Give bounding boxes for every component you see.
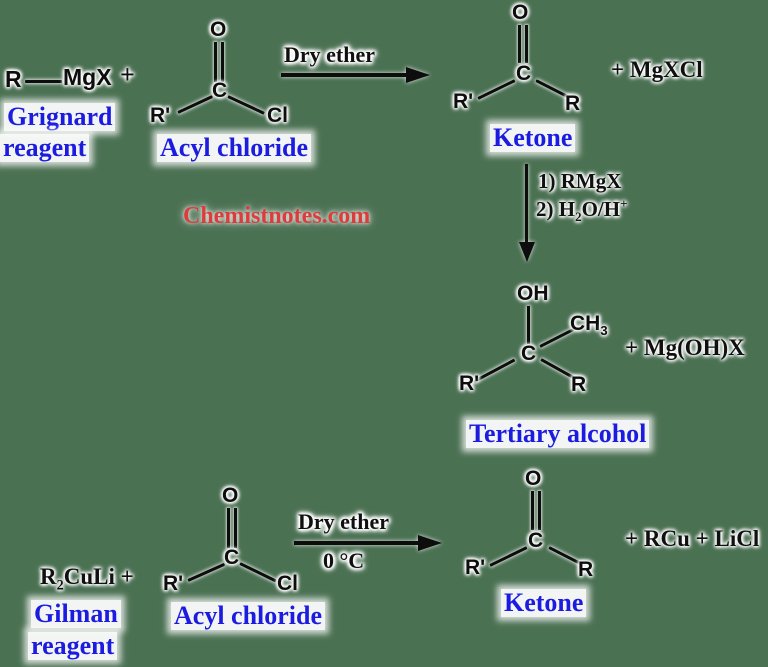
double-bond-line — [227, 508, 230, 548]
atom-cl: Cl — [277, 572, 298, 595]
single-bond — [477, 79, 516, 100]
atom-c: C — [528, 529, 544, 552]
arrow-head-icon — [519, 242, 535, 262]
single-bond — [239, 562, 277, 583]
grignard-label-line1: Grignard — [4, 102, 116, 132]
acyl-chloride-label-2: Acyl chloride — [171, 601, 326, 631]
atom-r-prime: R' — [150, 104, 171, 127]
single-bond — [187, 562, 226, 582]
grignard-label-line2: reagent — [0, 133, 90, 163]
atom-oh: OH — [517, 282, 549, 305]
gilman-label-line2: reagent — [28, 631, 118, 661]
atom-r: R — [5, 66, 22, 92]
double-bond-line — [531, 491, 534, 530]
double-bond-line — [518, 25, 521, 63]
double-bond-line — [234, 508, 237, 548]
double-bond-line — [214, 42, 217, 82]
atom-cl: Cl — [267, 104, 288, 127]
single-bond — [527, 306, 530, 344]
single-bond — [473, 358, 516, 383]
double-bond-line — [538, 491, 541, 530]
text-fragment: 2) H — [536, 197, 576, 221]
condition-step2: 2) H2O/H+ — [536, 196, 628, 225]
subscript: 2 — [575, 209, 582, 225]
atom-r-prime: R' — [453, 90, 474, 113]
atom-r-prime: R' — [459, 372, 480, 395]
arrow-condition-dry-ether-1: Dry ether — [284, 42, 376, 67]
byproduct-mgohx: + Mg(OH)X — [625, 335, 745, 360]
plus-sign: + — [120, 60, 135, 89]
double-bond-line — [221, 42, 224, 82]
subscript: 3 — [600, 323, 608, 339]
atom-r: R — [565, 92, 581, 115]
single-bond — [489, 546, 528, 567]
arrow-head-icon — [406, 67, 430, 83]
text-fragment: O/H — [581, 197, 621, 221]
subscript: 2 — [56, 577, 64, 594]
condition-step1: 1) RMgX — [538, 169, 622, 193]
text-fragment: CuLi + — [63, 564, 134, 589]
byproduct-rcu-licl: + RCu + LiCl — [625, 526, 760, 551]
superscript: + — [620, 196, 628, 211]
atom-mgx: MgX — [63, 64, 112, 90]
atom-r: R — [571, 373, 587, 396]
atom-r: R — [578, 558, 594, 581]
arrow-shaft — [294, 541, 422, 545]
atom-c: C — [516, 62, 532, 85]
ketone-label-1: Ketone — [490, 123, 576, 153]
arrow-condition-temperature: 0 °C — [323, 548, 365, 573]
arrow-shaft — [525, 164, 528, 244]
atom-o: O — [222, 484, 239, 507]
text-fragment: R — [40, 564, 57, 589]
watermark-chemistnotes: Chemistnotes.com — [183, 203, 371, 229]
atom-o: O — [512, 1, 529, 24]
ketone-label-2: Ketone — [501, 588, 587, 618]
arrow-shaft — [281, 73, 413, 77]
byproduct-mgxcl: + MgXCl — [611, 57, 703, 82]
atom-r-prime: R' — [465, 556, 486, 579]
atom-c: C — [224, 546, 240, 569]
arrow-condition-dry-ether-2: Dry ether — [298, 509, 390, 534]
tertiary-alcohol-label: Tertiary alcohol — [466, 419, 650, 449]
acyl-chloride-label-1: Acyl chloride — [157, 133, 312, 163]
atom-r-prime: R' — [163, 572, 184, 595]
single-bond — [177, 95, 214, 114]
atom-c: C — [212, 79, 228, 102]
single-bond — [25, 80, 62, 83]
arrow-head-icon — [418, 535, 442, 551]
atom-ch3: CH3 — [570, 312, 608, 338]
atom-o: O — [525, 467, 542, 490]
gilman-label-line1: Gilman — [31, 599, 121, 629]
atom-c: C — [521, 342, 537, 365]
text-fragment: CH — [570, 312, 601, 335]
gilman-formula: R2CuLi + — [40, 564, 134, 595]
atom-o: O — [210, 18, 227, 41]
single-bond — [227, 95, 265, 115]
double-bond-line — [525, 25, 528, 63]
